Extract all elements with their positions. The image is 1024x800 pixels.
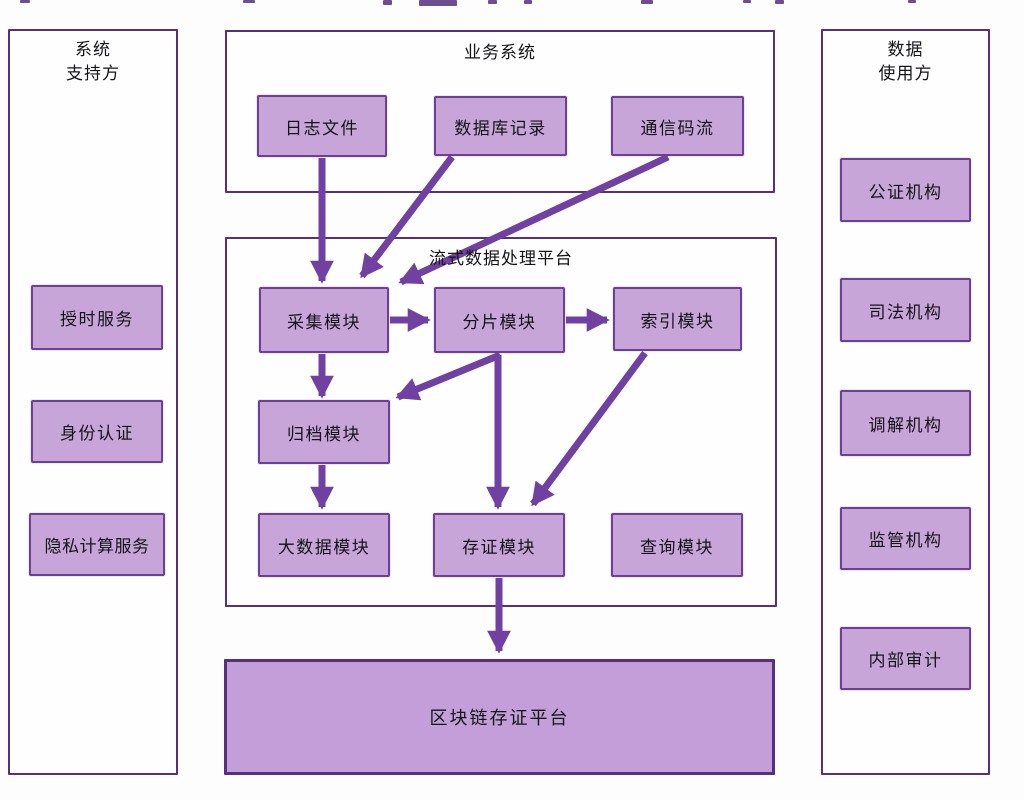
business-system-title: 业务系统 <box>464 43 536 63</box>
node-time-service: 授时服务 <box>31 285 163 350</box>
node-identity-auth: 身份认证 <box>31 400 163 463</box>
cropped-content-artifact <box>524 0 532 4</box>
node-blockchain-platform: 区块链存证平台 <box>224 659 775 775</box>
node-bigdata-module: 大数据模块 <box>258 513 390 577</box>
system-support-title: 系统 支持方 <box>8 38 178 86</box>
node-index-module: 索引模块 <box>613 287 742 351</box>
cropped-content-artifact <box>383 0 392 5</box>
node-query-module: 查询模块 <box>611 513 743 577</box>
node-archive-module: 归档模块 <box>258 400 390 464</box>
node-comm-stream: 通信码流 <box>611 96 744 156</box>
stream-platform-title: 流式数据处理平台 <box>429 249 573 269</box>
node-collection-module: 采集模块 <box>259 287 389 353</box>
node-sharding-module: 分片模块 <box>434 287 565 353</box>
data-user-title: 数据 使用方 <box>821 38 990 86</box>
cropped-content-artifact <box>419 0 457 6</box>
system-support-title-line2: 支持方 <box>66 64 120 84</box>
system-support-title-line1: 系统 <box>75 40 111 60</box>
node-privacy-computing: 隐私计算服务 <box>29 513 165 576</box>
cropped-content-artifact <box>641 0 653 4</box>
cropped-content-artifact <box>908 0 916 3</box>
cropped-content-artifact <box>775 0 784 4</box>
cropped-content-artifact <box>743 0 751 3</box>
node-internal-audit: 内部审计 <box>840 627 971 690</box>
node-mediation-org: 调解机构 <box>840 390 971 456</box>
node-log-files: 日志文件 <box>257 95 387 157</box>
node-regulatory-org: 监管机构 <box>840 507 971 570</box>
cropped-content-artifact <box>488 0 497 4</box>
data-user-title-line1: 数据 <box>887 40 924 60</box>
cropped-content-artifact <box>243 0 255 3</box>
node-database-records: 数据库记录 <box>434 96 567 156</box>
node-notary-org: 公证机构 <box>840 158 971 222</box>
cropped-content-artifact <box>20 0 30 3</box>
node-judicial-org: 司法机构 <box>840 278 971 342</box>
node-evidence-module: 存证模块 <box>433 513 565 577</box>
data-user-title-line2: 使用方 <box>878 64 933 84</box>
